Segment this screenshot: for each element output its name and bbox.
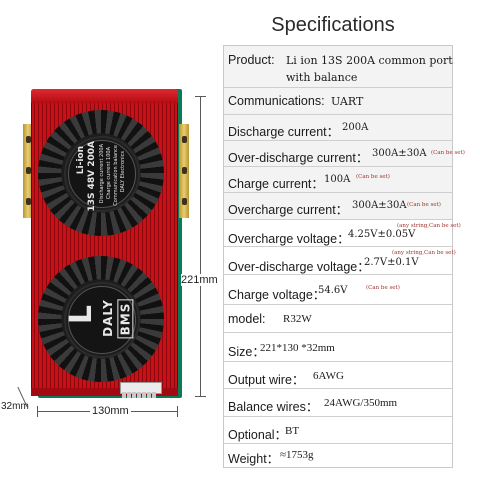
spec-label: Communications: bbox=[228, 94, 325, 108]
spec-row-balance-wires: Balance wires： 24AWG/350mm bbox=[224, 389, 452, 417]
terminal-right bbox=[179, 124, 189, 218]
width-dim-cap-left bbox=[37, 406, 38, 417]
spec-label: Weight： bbox=[228, 452, 280, 466]
spec-row-weight: Weight： ≈1753g bbox=[224, 444, 452, 467]
spec-label: Size： bbox=[228, 345, 265, 359]
spec-value: 2.7V±0.1V bbox=[364, 257, 419, 268]
spec-value: BT bbox=[285, 425, 300, 437]
height-dim-cap-top bbox=[195, 96, 206, 97]
spec-row-overcharge-current: Overcharge current： 300A±30A (Can be set… bbox=[224, 193, 452, 220]
logo-brand-text: DALY bbox=[100, 299, 115, 337]
spec-value: 100A bbox=[324, 174, 351, 185]
spec-value: 4.25V±0.05V bbox=[348, 229, 416, 240]
width-dim-label: 130mm bbox=[90, 405, 131, 417]
spec-label: Overcharge current： bbox=[228, 203, 349, 217]
spec-row-discharge-current: Discharge current： 200A bbox=[224, 115, 452, 141]
spec-value: 221*130 *32mm bbox=[260, 342, 335, 354]
spec-note: (Can be set) bbox=[356, 174, 390, 180]
fan-top-line-1: Discharge current 200A bbox=[99, 144, 105, 204]
spec-label: Charge current： bbox=[228, 177, 324, 191]
fan-top-line-2: Charge current 100A bbox=[106, 147, 112, 200]
spec-label: Charge voltage： bbox=[228, 288, 326, 302]
spec-note: (Can be set) bbox=[407, 202, 441, 208]
spec-row-charge-current: Charge current： 100A (Can be set) bbox=[224, 167, 452, 193]
spec-value: ≈1753g bbox=[280, 449, 314, 461]
width-dim-cap-right bbox=[177, 406, 178, 417]
spec-row-over-discharge-voltage: Over-discharge voltage： 2.7V±0.1V (any s… bbox=[224, 247, 456, 275]
height-dim-label: 221mm bbox=[181, 274, 218, 286]
depth-dim-label: 32mm bbox=[1, 401, 29, 412]
spec-row-overcharge-voltage: Overcharge voltage： 4.25V±0.05V (any str… bbox=[224, 220, 461, 247]
spec-label: Optional： bbox=[228, 428, 288, 442]
height-dim-line bbox=[200, 96, 201, 396]
heatsink-top bbox=[31, 89, 178, 103]
spec-value: UART bbox=[331, 95, 364, 108]
spec-label: Over-discharge voltage： bbox=[228, 260, 370, 274]
spec-value: Li ion 13S 200A common port bbox=[286, 54, 453, 67]
spec-value-line2: with balance bbox=[286, 71, 358, 84]
spec-row-optional: Optional： BT bbox=[224, 417, 452, 444]
fan-bottom-ring bbox=[64, 282, 140, 358]
fan-top-line-4: DALY Electronics bbox=[120, 151, 126, 193]
spec-note: (any string,Can be set) bbox=[392, 250, 456, 256]
spec-label: Overcharge voltage： bbox=[228, 232, 350, 246]
logo-bms-text: BMS bbox=[117, 299, 134, 339]
spec-label: Discharge current： bbox=[228, 125, 340, 139]
spec-row-product: Product: Li ion 13S 200A common port wit… bbox=[224, 46, 453, 88]
fan-top-line-3: Communication balance bbox=[113, 145, 119, 206]
spec-table: Product: Li ion 13S 200A common port wit… bbox=[223, 45, 465, 468]
spec-label: Balance wires： bbox=[228, 400, 319, 414]
spec-label: model: bbox=[228, 312, 266, 326]
spec-row-over-discharge-current: Over-discharge current： 300A±30A (Can be… bbox=[224, 141, 465, 167]
spec-label: Product: bbox=[228, 53, 275, 67]
spec-note: (Can be set) bbox=[431, 150, 465, 156]
fan-bottom-hub bbox=[68, 286, 136, 354]
height-dim-cap-bottom bbox=[195, 396, 206, 397]
product-photo: Li-ion 13S 48V 200A Discharge current 20… bbox=[0, 0, 222, 480]
spec-row-output-wire: Output wire： 6AWG bbox=[224, 362, 452, 389]
terminal-left bbox=[23, 124, 33, 218]
daly-logo-icon: L bbox=[64, 304, 100, 325]
spec-label: Over-discharge current： bbox=[228, 151, 369, 165]
spec-note: (any string,Can be set) bbox=[397, 223, 461, 229]
spec-row-communications: Communications: UART bbox=[224, 88, 452, 115]
spec-value: 300A±30A bbox=[352, 200, 407, 211]
fan-top-ring bbox=[64, 136, 140, 212]
spec-value: 300A±30A bbox=[372, 148, 427, 159]
fan-top-label-model: 13S 48V 200A bbox=[87, 141, 97, 212]
fan-top-label-big: Li-ion bbox=[76, 146, 86, 175]
spec-value: R32W bbox=[283, 313, 312, 325]
fan-top-hub bbox=[68, 140, 136, 208]
spec-row-charge-voltage: Charge voltage： 54.6V (Can be set) bbox=[224, 275, 452, 305]
spec-note: (Can be set) bbox=[366, 285, 400, 291]
spec-value: 24AWG/350mm bbox=[324, 397, 398, 409]
balance-connector bbox=[120, 382, 162, 398]
spec-value: 6AWG bbox=[313, 370, 344, 382]
spec-value: 200A bbox=[342, 122, 369, 133]
heatsink-base bbox=[31, 388, 178, 396]
specifications-title: Specifications bbox=[271, 14, 395, 36]
spec-value: 54.6V bbox=[318, 285, 348, 296]
spec-row-size: Size： 221*130 *32mm bbox=[224, 333, 452, 362]
spec-row-model: model: R32W bbox=[224, 305, 452, 333]
spec-label: Output wire： bbox=[228, 373, 305, 387]
